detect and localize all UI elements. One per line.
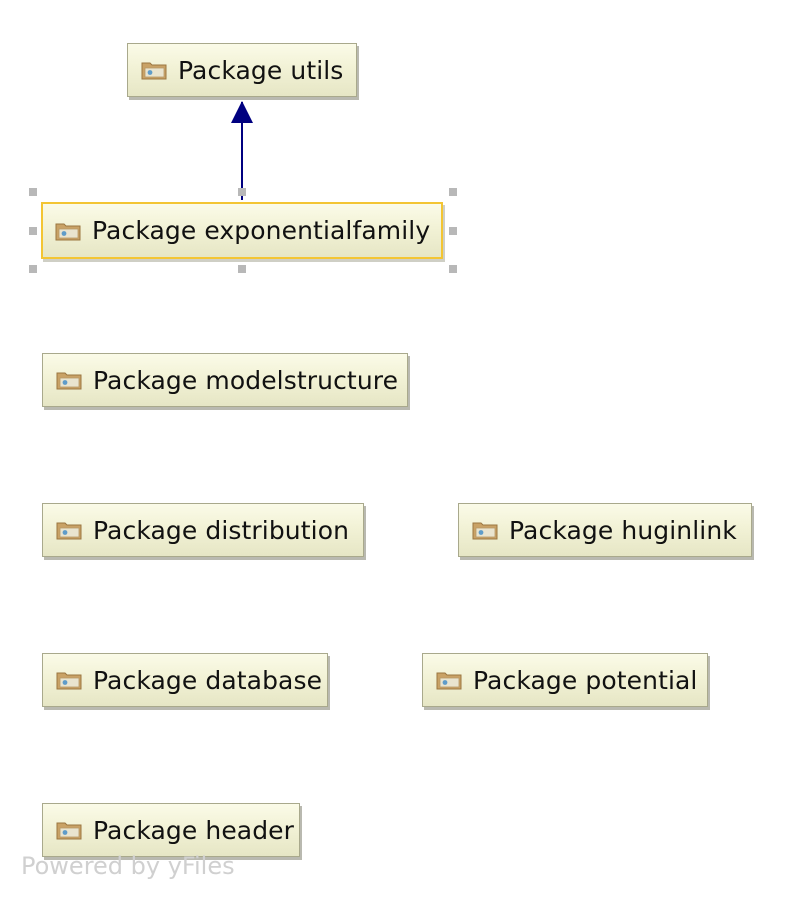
node-label: Package utils <box>178 55 344 85</box>
node-label: Package header <box>93 815 295 845</box>
package-folder-icon <box>472 522 498 540</box>
node-label: Package distribution <box>93 515 350 545</box>
package-folder-icon <box>436 672 462 690</box>
package-node-huginlink[interactable]: Package huginlink <box>458 503 752 557</box>
node-label: Package potential <box>473 665 698 695</box>
package-folder-icon <box>56 522 82 540</box>
package-folder-icon <box>56 822 82 840</box>
resize-handle-bottom-center[interactable] <box>238 265 246 273</box>
package-node-database[interactable]: Package database <box>42 653 328 707</box>
resize-handle-top-left[interactable] <box>29 188 37 196</box>
package-folder-icon <box>56 372 82 390</box>
package-folder-icon <box>55 223 81 240</box>
node-label: Package database <box>93 665 323 695</box>
resize-handle-bottom-right[interactable] <box>449 265 457 273</box>
package-node-exponentialfamily[interactable]: Package exponentialfamily <box>41 202 443 259</box>
node-label: Package modelstructure <box>93 365 399 395</box>
resize-handle-middle-right[interactable] <box>449 227 457 235</box>
node-label: Package exponentialfamily <box>92 216 431 245</box>
package-node-distribution[interactable]: Package distribution <box>42 503 364 557</box>
resize-handle-top-center[interactable] <box>238 188 246 196</box>
package-folder-icon <box>56 672 82 690</box>
package-node-potential[interactable]: Package potential <box>422 653 708 707</box>
package-node-modelstructure[interactable]: Package modelstructure <box>42 353 408 407</box>
powered-by-watermark: Powered by yFiles <box>21 852 235 880</box>
node-label: Package huginlink <box>509 515 737 545</box>
package-node-header[interactable]: Package header <box>42 803 300 857</box>
package-node-utils[interactable]: Package utils <box>127 43 357 97</box>
resize-handle-bottom-left[interactable] <box>29 265 37 273</box>
resize-handle-top-right[interactable] <box>449 188 457 196</box>
package-folder-icon <box>141 62 167 80</box>
resize-handle-middle-left[interactable] <box>29 227 37 235</box>
